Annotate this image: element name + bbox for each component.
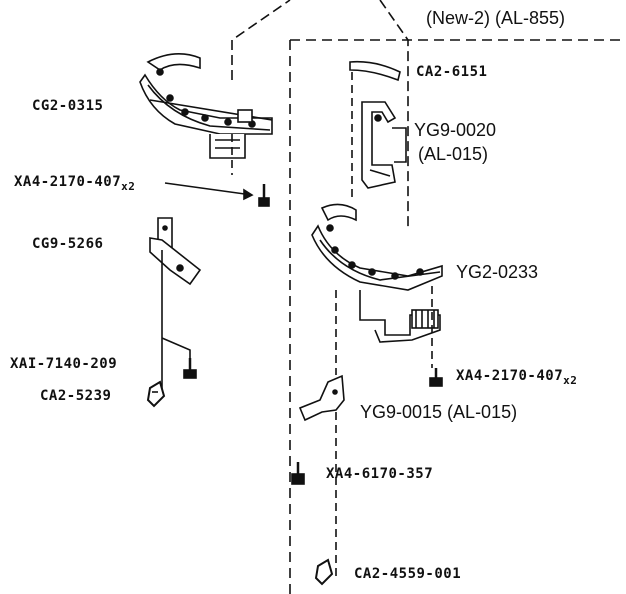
yg9-0015-part xyxy=(298,374,345,422)
leader-xa4-left-arrow xyxy=(243,188,254,201)
label-xa4-right-qty: x2 xyxy=(563,374,578,387)
cg2-0315-part xyxy=(139,53,273,159)
leader-xa4-left xyxy=(164,182,253,196)
label-yg2-0233: YG2-0233 xyxy=(456,262,539,282)
label-yg9-0020-note: (AL-015) xyxy=(418,144,489,164)
label-yg9-0015: YG9-0015 (AL-015) xyxy=(360,402,518,422)
spring-ca2-6151 xyxy=(349,60,401,82)
label-cg2-0315: CG2-0315 xyxy=(32,98,104,114)
screw-xa4-6170-357 xyxy=(291,462,305,485)
label-ca2-6151: CA2-6151 xyxy=(416,64,488,80)
clip-ca2-4559-001 xyxy=(314,558,334,586)
top-connector-right xyxy=(379,0,409,230)
label-xa4-6170-357: XA4-6170-357 xyxy=(326,466,434,482)
yg9-0020-part xyxy=(361,101,407,189)
label-xa1-7140-209: XAI-7140-209 xyxy=(10,356,118,372)
label-yg9-0020: YG9-0020 xyxy=(414,120,497,140)
screw-xa1-7140-209 xyxy=(183,358,197,379)
label-cg9-5266: CG9-5266 xyxy=(32,236,104,252)
cg9-5266-part xyxy=(149,217,202,286)
label-ca2-4559-001: CA2-4559-001 xyxy=(354,566,462,582)
variant-label: (New-2) (AL-855) xyxy=(426,8,566,28)
label-ca2-5239: CA2-5239 xyxy=(40,388,112,404)
label-xa4-2170-407-left: XA4-2170-407x2 xyxy=(14,174,135,193)
leader-xa1 xyxy=(161,337,191,360)
yg2-0233-part xyxy=(311,203,443,343)
label-xa4-left-qty: x2 xyxy=(121,180,136,193)
label-xa4-2170-407-right: XA4-2170-407x2 xyxy=(456,368,577,387)
clip-ca2-5239 xyxy=(146,380,166,408)
variant-boundary xyxy=(289,39,626,594)
label-xa4-left-code: XA4-2170-407 xyxy=(14,174,122,190)
top-connector-left xyxy=(231,0,291,80)
screw-xa4-left xyxy=(258,184,270,207)
label-xa4-right-code: XA4-2170-407 xyxy=(456,368,564,384)
screw-xa4-right xyxy=(429,368,443,387)
